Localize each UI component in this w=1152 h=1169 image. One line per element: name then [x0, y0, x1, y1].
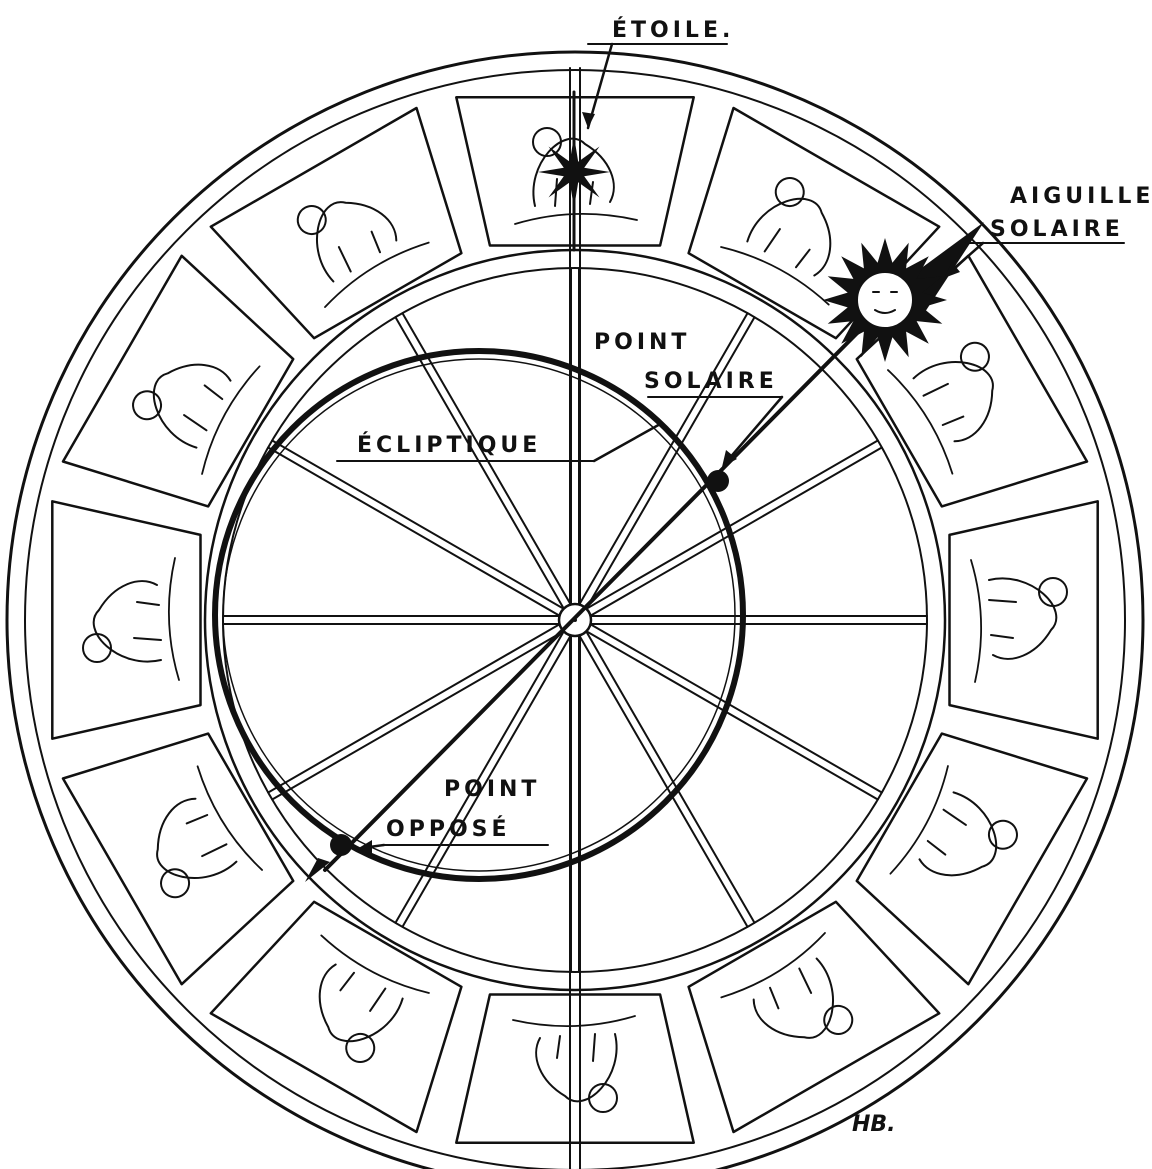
solar-needle [325, 310, 880, 870]
star-icon [538, 92, 610, 250]
solar-point-label-line2: SOLAIRE [644, 369, 778, 394]
zodiac-panel-capricorn [950, 501, 1098, 738]
opposite-point-marker [330, 834, 352, 856]
zodiac-panel-leo [63, 734, 293, 985]
solar-point-label-line1: POINT [594, 330, 690, 355]
solar-needle-label-line2: SOLAIRE [990, 217, 1124, 242]
star-label: ÉTOILE. [612, 17, 734, 43]
zodiac-figure-capricorn-icon [971, 560, 1067, 682]
zodiac-panel-cancer [52, 501, 200, 738]
ecliptic-label: ÉCLIPTIQUE [357, 432, 541, 458]
zodiac-panel-sagittarius [857, 734, 1087, 985]
solar-needle-label-line1: AIGUILLE [1010, 184, 1152, 209]
star-leader-arrow [582, 112, 595, 128]
zodiac-panel-virgo [211, 902, 462, 1132]
opposite-point-label-line2: OPPOSÉ [386, 816, 511, 842]
zodiac-figure-cancer-icon [83, 558, 179, 680]
sun-icon [823, 238, 947, 362]
artist-signature: HB. [852, 1112, 896, 1137]
zodiac-panel-scorpio [689, 902, 940, 1132]
zodiac-panel-taurus [211, 108, 462, 338]
solar-point-marker [707, 470, 729, 492]
zodiac-figure-libra-icon [513, 1016, 635, 1112]
opposite-point-label-line1: POINT [444, 777, 540, 802]
zodiac-panel-libra [456, 995, 693, 1143]
